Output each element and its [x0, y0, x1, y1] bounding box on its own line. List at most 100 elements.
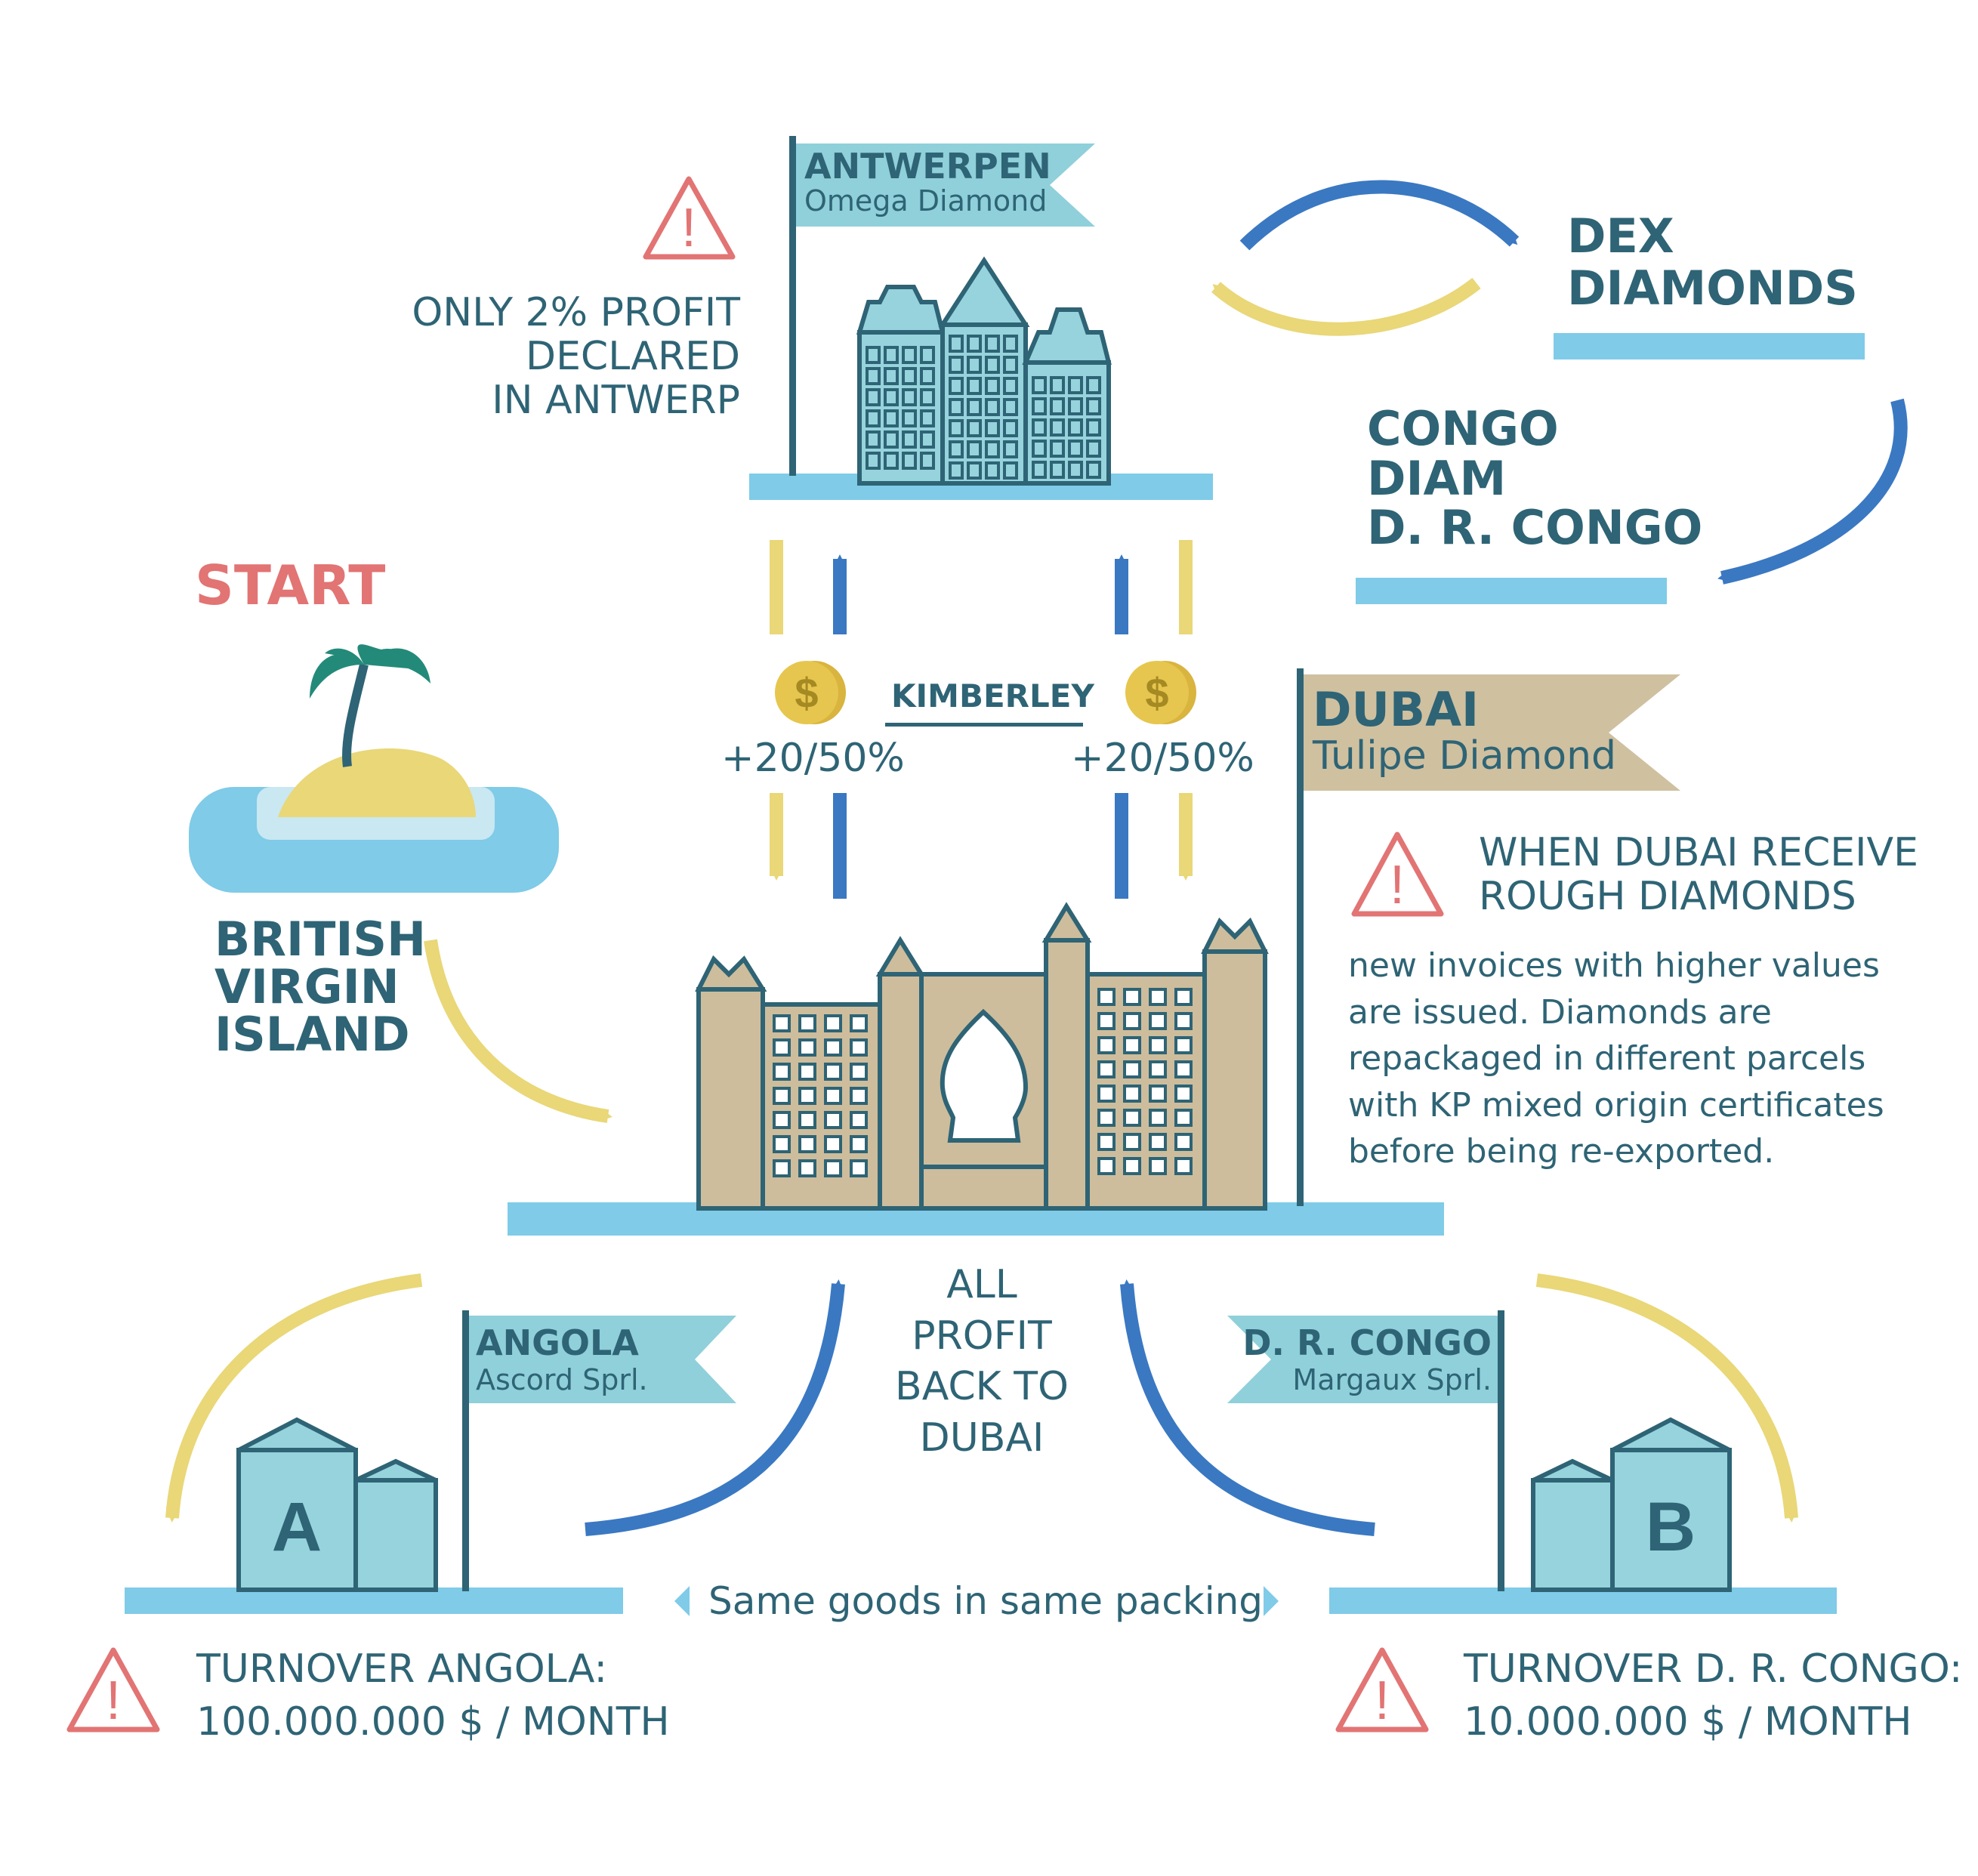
window	[967, 335, 982, 353]
profit-line: DUBAI	[919, 1415, 1045, 1461]
arrow-icon	[1120, 1279, 1375, 1536]
window	[866, 367, 881, 385]
bvi-line: BRITISH	[214, 912, 426, 967]
window	[1123, 1133, 1141, 1151]
window	[1003, 356, 1018, 374]
building-icon	[236, 1417, 438, 1592]
warning-icon: !	[1335, 1647, 1429, 1733]
window	[1086, 461, 1101, 479]
window	[824, 1087, 842, 1105]
angola-flag-company: Ascord Sprl.	[476, 1363, 648, 1396]
window	[798, 1014, 816, 1032]
window	[920, 388, 935, 406]
window	[902, 409, 917, 427]
bvi-line: ISLAND	[214, 1007, 410, 1063]
explanation-line: are issued. Diamonds are	[1348, 992, 1772, 1032]
congo-diam-line: CONGO	[1367, 401, 1559, 456]
window	[902, 346, 917, 364]
window	[866, 430, 881, 449]
window	[798, 1111, 816, 1129]
building-windows	[773, 988, 1193, 1177]
window	[902, 452, 917, 470]
building-letter-a: A	[272, 1489, 322, 1566]
window	[1050, 418, 1065, 437]
window	[1097, 1012, 1116, 1030]
window	[1068, 440, 1083, 458]
kimberley-arrows	[770, 540, 1193, 899]
window	[1003, 398, 1018, 416]
window	[798, 1063, 816, 1081]
window	[985, 461, 1000, 480]
kimberley-label: KIMBERLEY	[891, 677, 1094, 714]
window	[1086, 418, 1101, 437]
congo-diam-label: CONGO DIAM D. R. CONGO	[1367, 404, 1702, 553]
dubai-warning-text: WHEN DUBAI RECEIVE ROUGH DIAMONDS	[1479, 831, 1918, 919]
window	[1123, 1036, 1141, 1054]
flag-icon	[462, 1310, 736, 1591]
svg-text:!: !	[681, 198, 696, 258]
window	[1003, 440, 1018, 458]
window	[1032, 418, 1047, 437]
warning-line: ONLY 2% PROFIT	[412, 290, 740, 335]
congo-diam-line: D. R. CONGO	[1367, 500, 1703, 556]
left-chevron-icon	[674, 1586, 690, 1616]
window	[884, 409, 899, 427]
window	[985, 440, 1000, 458]
window	[866, 409, 881, 427]
window	[850, 1063, 868, 1081]
dubai-arch	[940, 1008, 1029, 1143]
window	[884, 367, 899, 385]
window	[949, 377, 964, 395]
window	[824, 1063, 842, 1081]
window	[920, 367, 935, 385]
warning-icon: !	[66, 1647, 160, 1733]
window	[985, 356, 1000, 374]
window	[850, 1111, 868, 1129]
window	[884, 388, 899, 406]
window	[949, 419, 964, 437]
arrow-icon	[424, 939, 613, 1123]
window	[850, 1159, 868, 1177]
window	[1149, 1012, 1167, 1030]
window	[850, 1014, 868, 1032]
window	[1174, 1133, 1193, 1151]
window	[949, 398, 964, 416]
window	[884, 346, 899, 364]
window	[967, 398, 982, 416]
antwerpen-flag-company: Omega Diamond	[804, 184, 1048, 218]
turnover-line: 10.000.000 $ / MONTH	[1464, 1699, 1912, 1745]
window	[1003, 419, 1018, 437]
bvi-line: VIRGIN	[214, 959, 400, 1015]
window	[866, 452, 881, 470]
angola-flag-name: ANGOLA	[476, 1322, 639, 1363]
window	[1050, 461, 1065, 479]
window	[1149, 1109, 1167, 1127]
window	[866, 388, 881, 406]
window	[850, 1087, 868, 1105]
congo-diam-line: DIAM	[1367, 450, 1507, 506]
window	[773, 1014, 791, 1032]
window	[1123, 1109, 1141, 1127]
window	[920, 409, 935, 427]
window	[1097, 1109, 1116, 1127]
window	[1068, 397, 1083, 415]
window	[967, 419, 982, 437]
window	[920, 452, 935, 470]
explanation-line: repackaged in different parcels	[1348, 1039, 1866, 1078]
svg-text:!: !	[106, 1671, 121, 1731]
dex-label: DEX DIAMONDS	[1567, 210, 1858, 315]
window	[902, 388, 917, 406]
window	[1149, 988, 1167, 1006]
window	[949, 356, 964, 374]
window	[967, 356, 982, 374]
all-profit-label: ALL PROFIT BACK TO DUBAI	[869, 1260, 1095, 1464]
window	[985, 398, 1000, 416]
window	[824, 1159, 842, 1177]
antwerp-warning-text: ONLY 2% PROFIT DECLARED IN ANTWERP	[378, 291, 740, 423]
window	[773, 1087, 791, 1105]
arrow-icon	[1239, 180, 1520, 251]
window	[1123, 1012, 1141, 1030]
kimberley-underline	[885, 723, 1083, 727]
arrow-icon	[165, 1273, 423, 1523]
